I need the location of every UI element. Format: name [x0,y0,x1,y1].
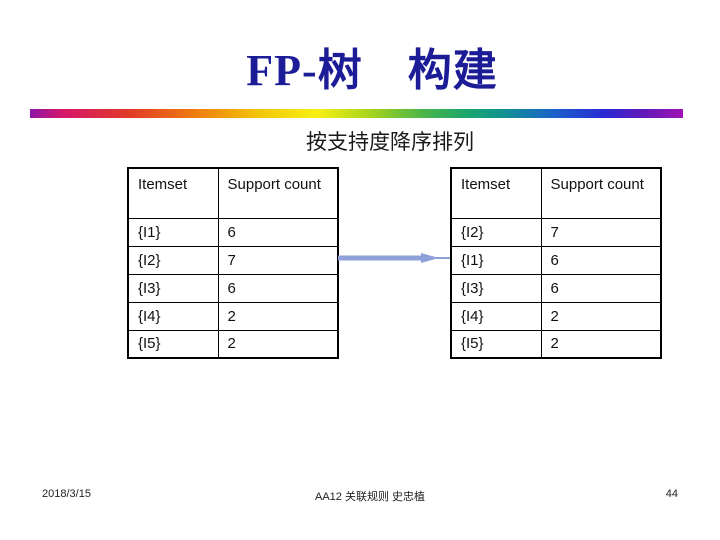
footer-credit: AA12 关联规则 史忠植 [314,491,426,503]
table-header-row: Itemset Support count [127,167,339,219]
slide-title: FP-树 构建 [246,46,498,95]
support-count-column-header: Support count [540,167,662,219]
support-count-column-header: Support count [217,167,339,219]
footer-date: 2018/3/15 [42,488,91,500]
table-row: {I3} 6 [127,273,339,303]
itemset-column-header: Itemset [450,167,542,219]
support-count-cell: 2 [540,329,662,359]
itemset-cell: {I4} [127,301,219,331]
itemset-cell: {I1} [450,245,542,275]
itemset-cell: {I3} [127,273,219,303]
support-count-cell: 2 [217,329,339,359]
subtitle: 按支持度降序排列 [306,130,474,154]
table-row: {I4} 2 [450,301,662,331]
table-row: {I2} 7 [450,217,662,247]
table-row: {I3} 6 [450,273,662,303]
table-row: {I2} 7 [127,245,339,275]
support-count-cell: 2 [540,301,662,331]
itemset-cell: {I5} [127,329,219,359]
itemset-column-header: Itemset [127,167,219,219]
itemset-cell: {I3} [450,273,542,303]
support-count-cell: 6 [217,273,339,303]
support-count-cell: 6 [217,217,339,247]
itemset-cell: {I2} [450,217,542,247]
itemset-cell: {I1} [127,217,219,247]
itemset-cell: {I4} [450,301,542,331]
support-count-cell: 6 [540,273,662,303]
itemset-cell: {I5} [450,329,542,359]
itemset-table-unsorted: Itemset Support count {I1} 6 {I2} 7 {I3}… [127,167,339,359]
table-row: {I1} 6 [450,245,662,275]
table-row: {I1} 6 [127,217,339,247]
support-count-cell: 2 [217,301,339,331]
support-count-cell: 6 [540,245,662,275]
table-row: {I5} 2 [127,329,339,359]
table-header-row: Itemset Support count [450,167,662,219]
table-row: {I5} 2 [450,329,662,359]
itemset-table-sorted: Itemset Support count {I2} 7 {I1} 6 {I3}… [450,167,662,359]
rainbow-divider [30,109,683,118]
support-count-cell: 7 [540,217,662,247]
support-count-cell: 7 [217,245,339,275]
itemset-cell: {I2} [127,245,219,275]
footer-page-number: 44 [665,488,678,500]
table-row: {I4} 2 [127,301,339,331]
right-arrow-icon [338,250,452,266]
